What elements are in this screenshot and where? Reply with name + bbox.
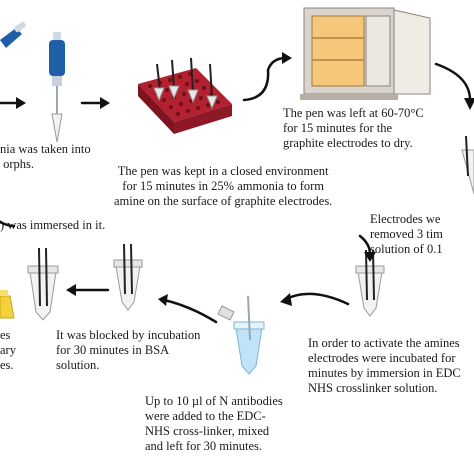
tube-with-electrodes-icon-bsa	[113, 243, 143, 311]
yellow-container-icon-partial	[0, 290, 15, 319]
step-electrodes-removed-text: Electrodes we removed 3 tim solution of …	[370, 212, 443, 256]
step-ammonia-eppendorfs-text: nia was taken into orphs.	[0, 142, 91, 171]
step-edc-activation-text: In order to activate the amines electrod…	[308, 336, 461, 395]
electrode-rack-icon	[138, 57, 232, 134]
arrow-7	[280, 292, 350, 306]
tube-with-liquid-icon	[217, 295, 265, 375]
oven-icon	[300, 7, 431, 100]
arrow-6	[358, 234, 376, 262]
arrow-1	[0, 97, 26, 109]
pipette-icon	[49, 32, 65, 143]
pipette-icon-partial	[0, 21, 26, 48]
tube-icon-partial-right	[461, 135, 474, 195]
step-immersed-text: ) was immersed in it.	[0, 218, 106, 232]
arrow-8	[158, 294, 218, 324]
step-closed-environment-text: The pen was kept in a closed environment…	[114, 164, 333, 208]
arrow-9	[66, 284, 110, 296]
arrow-4	[434, 62, 474, 110]
step-left-partial-text: es ary es.	[0, 328, 16, 372]
step-antibodies-added-text: Up to 10 µl of N antibodies were added t…	[145, 394, 283, 453]
step-bsa-block-text: It was blocked by incubation for 30 minu…	[56, 328, 201, 372]
tube-with-electrodes-icon	[355, 249, 385, 317]
tube-with-electrodes-icon-left	[27, 247, 59, 321]
arrow-3	[242, 52, 292, 102]
arrow-2	[80, 97, 110, 109]
step-oven-drying-text: The pen was left at 60-70°C for 15 minut…	[283, 106, 424, 150]
arrow-5	[0, 220, 16, 228]
flow-arrows	[0, 52, 474, 324]
